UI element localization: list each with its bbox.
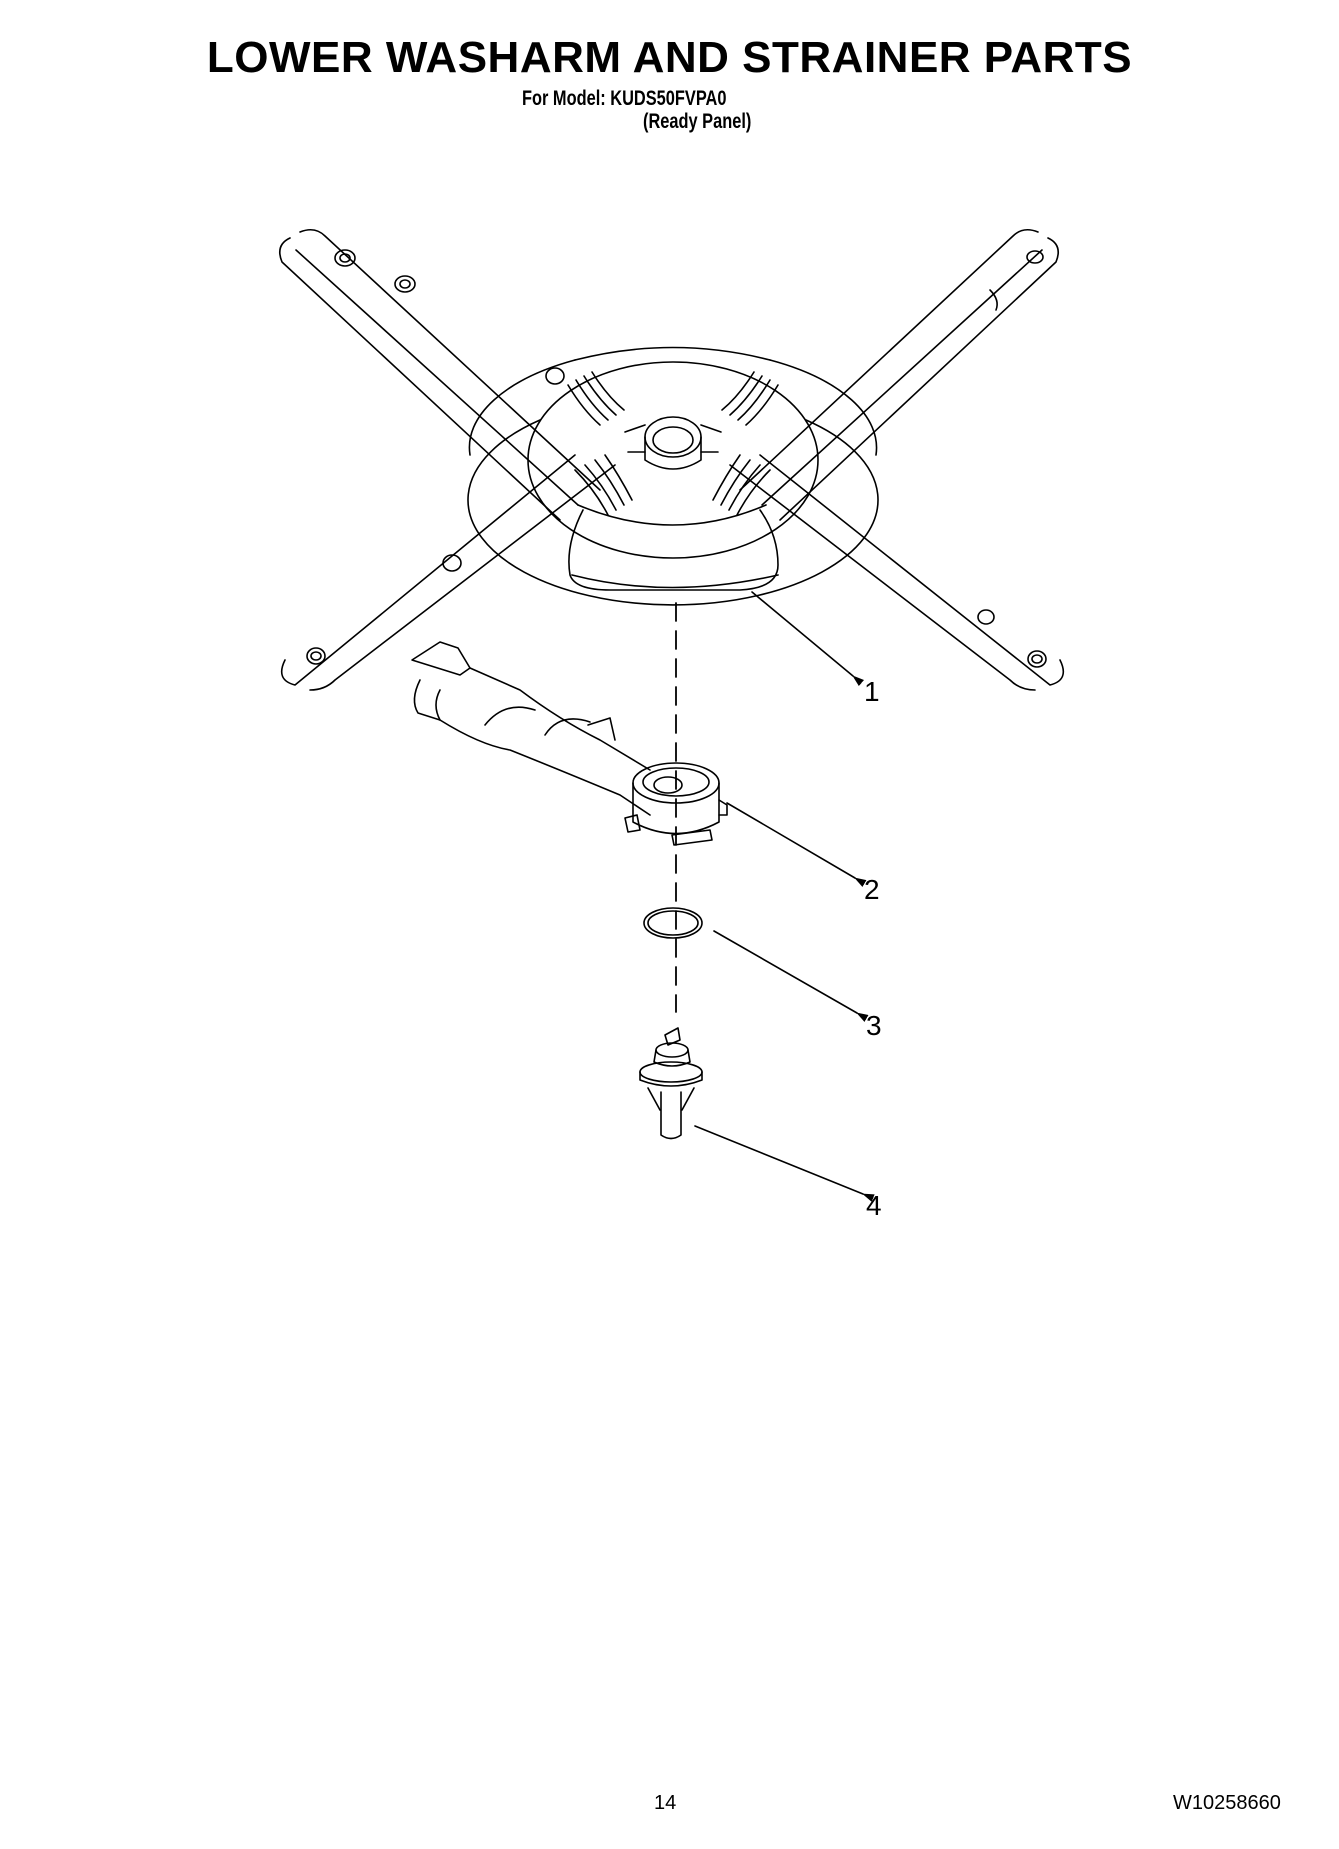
page-number: 14: [654, 1792, 677, 1814]
leader-arrow-1: [751, 591, 865, 687]
o-ring-drawing: [643, 907, 703, 939]
callout-1: 1: [864, 676, 880, 707]
leader-arrow-2: [726, 802, 867, 888]
strainer-manifold-drawing: [411, 641, 728, 846]
leader-arrow-3: [713, 930, 869, 1022]
callout-2: 2: [864, 874, 880, 905]
model-number: For Model: KUDS50FVPA0: [522, 87, 727, 110]
lower-washarm-drawing: [279, 228, 1065, 691]
page-title: LOWER WASHARM AND STRAINER PARTS: [206, 33, 1133, 82]
callout-4: 4: [866, 1190, 882, 1221]
callout-3: 3: [866, 1010, 882, 1041]
washarm-mount-drawing: [639, 1027, 703, 1140]
leader-arrow-4: [694, 1125, 875, 1202]
document-number: W10258660: [1173, 1792, 1281, 1814]
model-variant: (Ready Panel): [643, 110, 752, 133]
